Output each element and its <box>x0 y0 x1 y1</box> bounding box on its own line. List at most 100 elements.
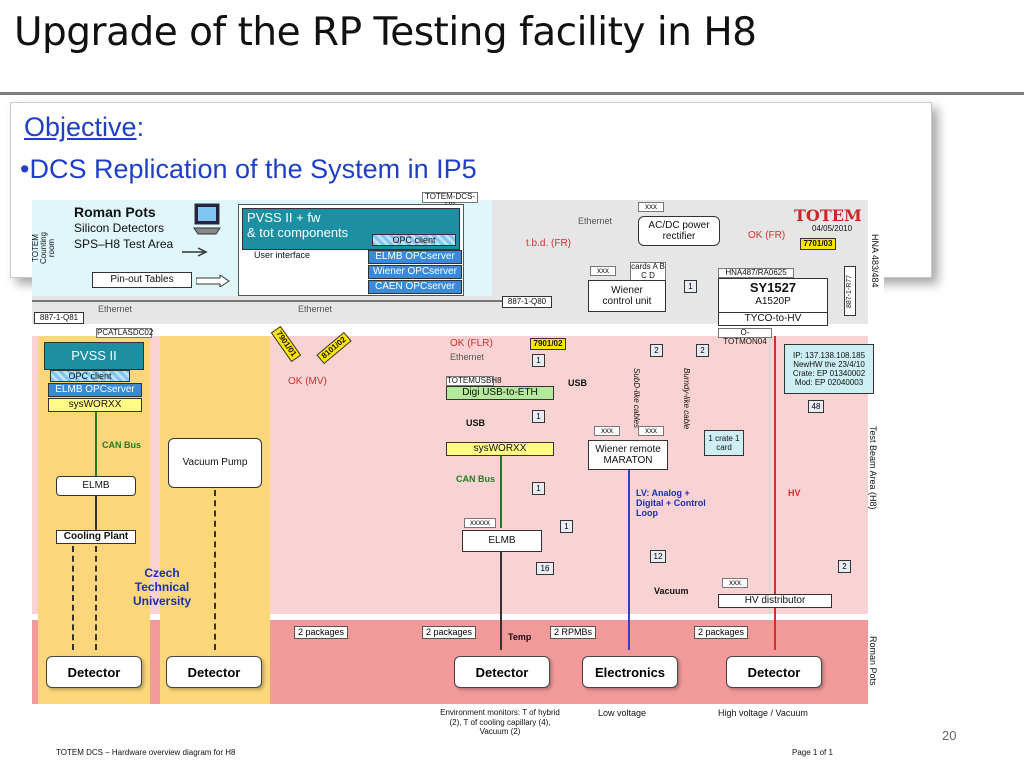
low-voltage-label: Low voltage <box>598 708 647 718</box>
lv-label: LV: Analog + Digital + Control Loop <box>636 488 706 518</box>
lv-line <box>628 470 630 650</box>
czech-university-label: Czech Technical University <box>132 566 192 608</box>
hardware-diagram: TOTEM-DCS-H8 TOTEM Counting room Roman P… <box>32 190 884 768</box>
footer-right: Page 1 of 1 <box>792 748 833 757</box>
detector-4: Detector <box>726 656 822 688</box>
wiener-maraton-box: Wiener remote MARATON <box>588 440 668 470</box>
high-voltage-label: High voltage / Vacuum <box>718 708 808 718</box>
cooling-to-detector-line <box>95 546 97 650</box>
caen-opcserver-box: CAEN OPCserver <box>368 280 462 294</box>
wiener-xxx-tag: xxx <box>590 266 616 276</box>
port-count-2a: 2 <box>650 344 663 357</box>
cooling-return-line <box>72 546 74 650</box>
elmb-box-left: ELMB <box>56 476 136 496</box>
detector-3: Detector <box>454 656 550 688</box>
can-bus-line-left <box>95 412 97 476</box>
slide-number: 20 <box>942 728 957 743</box>
arrow-right-icon <box>182 244 212 257</box>
totmon-tag: O-TOTMON04 <box>718 328 772 346</box>
subd-cables-label: SubD-like cables <box>632 368 641 429</box>
port-count-2c: 2 <box>838 560 851 573</box>
hv-line <box>774 336 776 650</box>
package-tag-3: 2 packages <box>694 626 749 639</box>
objective-bullet: •DCS Replication of the System in IP5 <box>20 154 477 184</box>
tyco-hv-box: TYCO-to-HV <box>718 312 828 326</box>
user-interface-label: User interface <box>254 250 311 260</box>
q80-label: 887-1-Q80 <box>502 296 552 308</box>
port-count-1d: 1 <box>532 482 545 495</box>
can-bus-label-left: CAN Bus <box>102 440 142 450</box>
port-count-1b: 1 <box>532 354 545 367</box>
vacuum-pump-box: Vacuum Pump <box>168 438 262 488</box>
title-divider <box>0 92 1024 95</box>
rpmbs-tag: 2 RPMBs <box>550 626 597 639</box>
package-tag-1: 2 packages <box>294 626 349 639</box>
hv-dist-xxx-tag: xxx <box>722 578 748 588</box>
acdc-xxx-tag: xxx <box>638 202 664 212</box>
roman-pots-title: Roman Pots <box>74 204 156 220</box>
opc-client-box: OPC client <box>372 234 456 246</box>
objective-heading: Objective: <box>24 112 144 143</box>
code-7901-02-tag: 7901/02 <box>530 338 566 350</box>
can-bus-line-center <box>500 456 502 528</box>
digi-usb-eth-box: Digi USB-to-ETH <box>446 386 554 400</box>
acdc-rectifier-box: AC/DC power rectifier <box>638 216 720 246</box>
sy1527-label: SY1527 <box>749 280 797 295</box>
ethernet-label-1: Ethernet <box>98 304 133 314</box>
port-count-1e: 1 <box>560 520 573 533</box>
code-7701-tag: 7701/03 <box>800 238 836 250</box>
port-count-1c: 1 <box>532 410 545 423</box>
date-label: 04/05/2010 <box>812 224 853 233</box>
elmb-opcserver-box: ELMB OPCserver <box>368 250 462 264</box>
port-count-16: 16 <box>536 562 554 575</box>
usb-label-2: USB <box>466 418 486 428</box>
objective-label: Objective <box>24 112 137 142</box>
sysworxx-box-center: sysWORXX <box>446 442 554 456</box>
ok-fr-label: OK (FR) <box>748 230 786 241</box>
port-count-48: 48 <box>808 400 824 413</box>
wiener-control-unit-box: Wiener control unit <box>588 280 666 312</box>
ethernet-label-4: Ethernet <box>450 352 485 362</box>
xxxxx-tag: xxxxx <box>464 518 496 528</box>
objective-colon: : <box>136 112 145 142</box>
vacuum-label: Vacuum <box>654 586 689 596</box>
ip-info-box: IP: 137.138.108.185 NewHW the 23/4/10 Cr… <box>784 344 874 394</box>
counting-room-label: TOTEM Counting room <box>32 231 56 265</box>
elmb-box-center: ELMB <box>462 530 542 552</box>
sysworxx-box-left: sysWORXX <box>48 398 142 412</box>
can-bus-label-center: CAN Bus <box>456 474 496 484</box>
arrow-right-icon-2 <box>195 274 230 288</box>
ethernet-label-2: Ethernet <box>298 304 333 314</box>
package-tag-2: 2 packages <box>422 626 477 639</box>
opc-client-box-2: OPC client <box>50 370 130 382</box>
ok-flr-label: OK (FLR) <box>450 338 493 349</box>
footer-left: TOTEM DCS – Hardware overview diagram fo… <box>56 748 236 757</box>
tot-components-label: & tot components <box>247 224 349 240</box>
q81-label: 887-1-Q81 <box>34 312 84 324</box>
electronics-box: Electronics <box>582 656 678 688</box>
pvss-fw-label: PVSS II + fw <box>247 210 321 225</box>
hna-tag: HNA487/RA0625 <box>718 268 794 278</box>
hv-distributor-box: HV distributor <box>718 594 832 608</box>
czech-zone-1 <box>38 336 150 704</box>
cooling-plant-box: Cooling Plant <box>56 530 136 544</box>
ok-mv-label: OK (MV) <box>288 376 327 387</box>
hna-side-label: HNA 483/484 <box>870 234 880 288</box>
ethernet-line <box>32 300 552 302</box>
usb-label-1: USB <box>568 378 588 388</box>
totem-logo: TOTEM <box>794 206 862 225</box>
port-count-12: 12 <box>650 550 666 563</box>
maraton-xxx-tag-2: xxx <box>638 426 664 436</box>
elmb-to-cooling-line <box>95 496 97 530</box>
sps-test-area-label: SPS–H8 Test Area <box>74 237 174 251</box>
wiener-opcserver-box: Wiener OPCserver <box>368 265 462 279</box>
detector-2: Detector <box>166 656 262 688</box>
tbd-label: t.b.d. (FR) <box>526 238 572 249</box>
burndy-cable-label: Burndy-like cable <box>682 368 691 430</box>
env-monitors-label: Environment monitors: T of hybrid (2), T… <box>440 708 560 737</box>
pcatlas-label: PCATLASDC02 <box>96 328 154 338</box>
computer-icon <box>192 202 222 236</box>
r77-tag: 887-1-R77 <box>844 266 856 316</box>
hv-label: HV <box>788 488 801 498</box>
elmb-opcserver-box-2: ELMB OPCserver <box>48 383 142 397</box>
